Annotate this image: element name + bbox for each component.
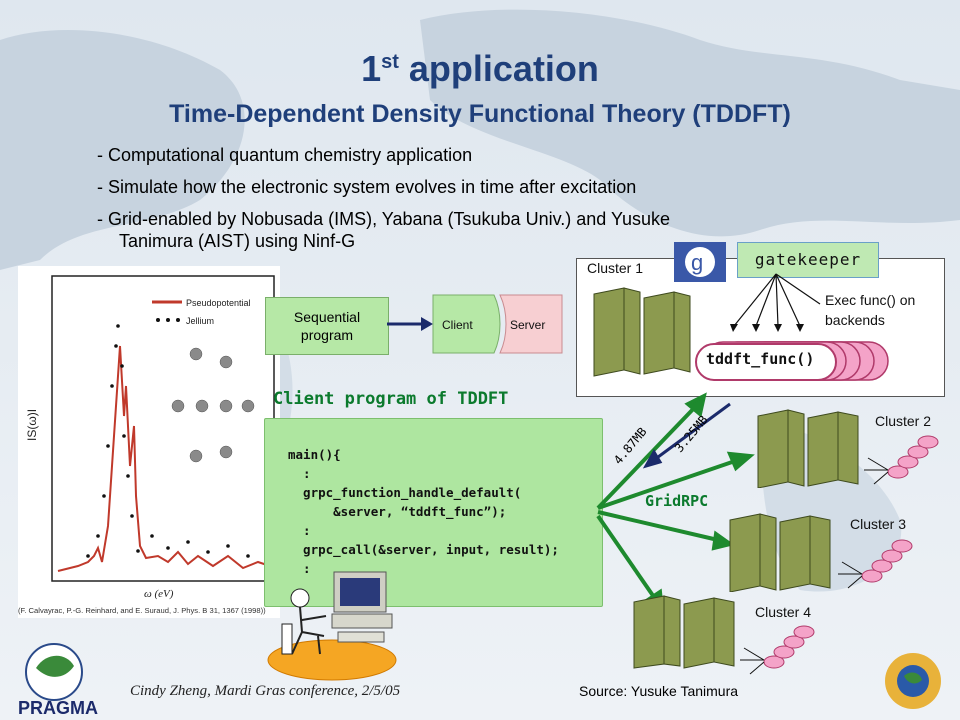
process-stack-icon (740, 625, 815, 675)
pragma-logo-text: PRAGMA (18, 698, 98, 718)
code-line: : (288, 561, 311, 576)
client-server-diagram: Client Server (432, 294, 563, 354)
bullet-3-cont: Tanimura (AIST) using Ninf-G (119, 231, 356, 251)
exec-note: Exec func() on backends (825, 292, 916, 328)
plot-legend-1: Pseudopotential (186, 298, 251, 308)
server-rack-icon (593, 287, 691, 377)
svg-text:g: g (691, 250, 703, 275)
bullet-1: - Computational quantum chemistry applic… (97, 145, 473, 165)
server-rack-icon (729, 513, 831, 592)
sun-globe-logo-icon (885, 653, 941, 709)
bullet-2: - Simulate how the electronic system evo… (97, 177, 637, 197)
process-stack-icon (838, 539, 913, 589)
slide-subtitle: Time-Dependent Density Functional Theory… (169, 100, 791, 128)
code-line: &server, “tddft_func”); (288, 504, 507, 519)
plot-ylabel: IS(ω)I (25, 409, 39, 441)
code-line: : (288, 523, 311, 538)
code-line: grpc_call(&server, input, result); (288, 542, 559, 557)
server-label: Server (510, 318, 545, 332)
plot-citation: (F. Calvayrac, P.-G. Reinhard, and E. Su… (18, 606, 266, 615)
cluster-1-label: Cluster 1 (587, 260, 644, 276)
arrow-right-icon (387, 317, 433, 331)
gridrpc-label: GridRPC (645, 492, 709, 510)
tddft-func-label: tddft_func() (706, 350, 815, 368)
client-program-title: Client program of TDDFT (273, 389, 509, 409)
footer-author: Cindy Zheng, Mardi Gras conference, 2/5/… (130, 683, 401, 699)
plot-xlabel: ω (eV) (144, 588, 174, 600)
plot-legend-2: Jellium (186, 316, 214, 326)
gatekeeper-box: gatekeeper (737, 242, 879, 278)
cluster-2-label: Cluster 2 (875, 413, 932, 429)
tddft-func-stack (695, 341, 889, 381)
cluster-3-label: Cluster 3 (850, 516, 907, 532)
code-line: grpc_function_handle_default( (288, 485, 522, 500)
exec-arrows (730, 273, 821, 332)
code-line: : (288, 466, 311, 481)
server-rack-icon (757, 409, 859, 488)
server-rack-icon (633, 595, 735, 669)
code-box (264, 418, 603, 607)
slide-title: 1st application (361, 48, 599, 89)
pragma-logo-icon: PRAGMA (18, 643, 98, 718)
globus-logo-icon: g (674, 242, 726, 282)
cluster-4-label: Cluster 4 (755, 604, 812, 620)
spectrum-plot: IS(ω)I ω (eV) (F. Calvayrac, P.-G. Reinh… (18, 266, 280, 618)
code-listing: main(){ : grpc_function_handle_default( … (288, 445, 559, 578)
bullet-3: - Grid-enabled by Nobusada (IMS), Yabana… (97, 209, 670, 229)
process-stack-icon (864, 435, 939, 485)
client-label: Client (442, 318, 473, 332)
user-at-computer-icon (267, 571, 397, 681)
sequential-program-box: Sequential program (265, 297, 389, 355)
code-line: main(){ (288, 447, 341, 462)
molecule-icon (171, 347, 255, 463)
source-credit: Source: Yusuke Tanimura (579, 683, 739, 699)
